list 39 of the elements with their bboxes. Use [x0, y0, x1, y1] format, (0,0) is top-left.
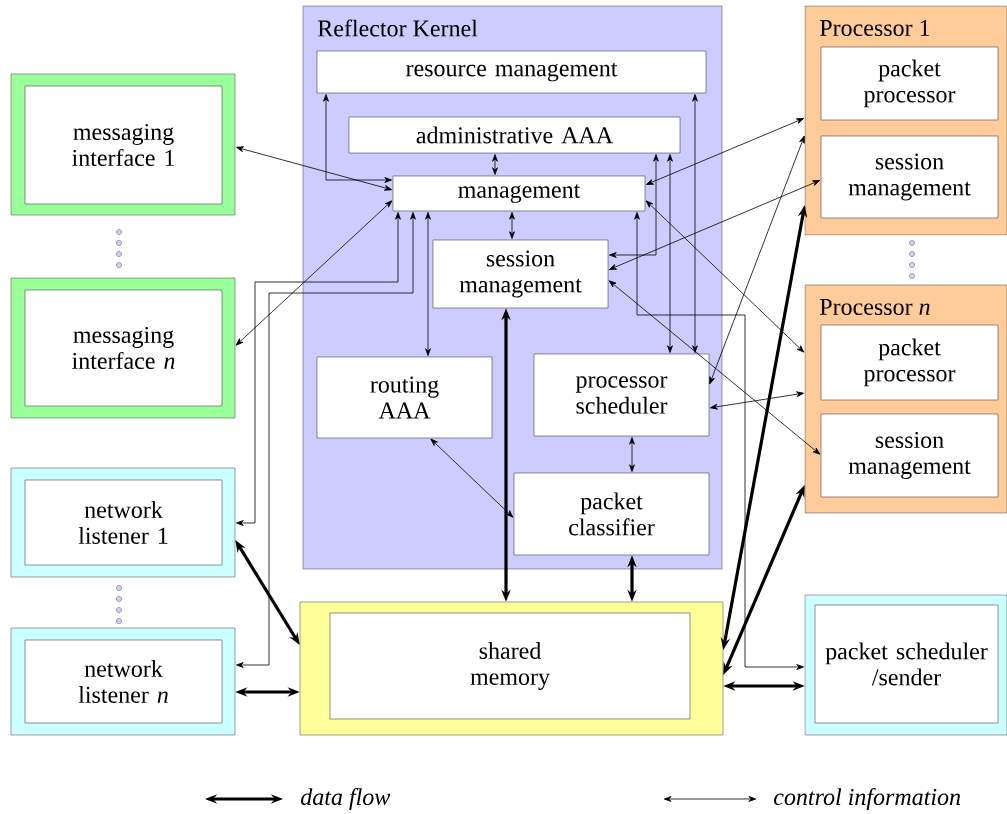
arrow [236, 146, 392, 191]
arrow [608, 180, 821, 270]
arrow [634, 212, 804, 670]
arrow [667, 154, 673, 353]
arrow [645, 200, 805, 353]
component-box: session management [432, 239, 609, 309]
arrow [323, 94, 392, 183]
interface-box: messaging interface 1 [10, 73, 236, 216]
component-box: session management [820, 135, 999, 219]
listener-box: network listener n [10, 627, 236, 736]
component-box: management [392, 175, 646, 212]
scheduler-box: packet scheduler /sender [804, 594, 1007, 736]
component-box: session management [820, 413, 999, 498]
arrow [629, 437, 635, 472]
legend-label: control information [774, 788, 961, 810]
arrow [645, 118, 805, 185]
arrow [692, 94, 698, 353]
arrow [709, 135, 805, 385]
arrow [492, 154, 498, 175]
arrow [609, 154, 659, 258]
component-box: resource management [316, 50, 707, 94]
arrow [236, 212, 416, 668]
arrow [608, 280, 821, 455]
component-box: routing AAA [316, 356, 493, 439]
arrow [235, 200, 393, 346]
arrow [710, 391, 804, 410]
arrow [425, 212, 431, 356]
component-box: packet processor [820, 46, 999, 121]
interface-box: messaging interface n [10, 277, 236, 419]
component-box: packet processor [820, 324, 999, 401]
component-box: processor scheduler [533, 353, 710, 437]
arrow [509, 212, 515, 239]
arrow [430, 438, 514, 518]
legend-label: data flow [301, 788, 391, 810]
listener-box: network listener 1 [10, 467, 236, 578]
component-box: administrative AAA [348, 116, 681, 154]
component-box: packet classifier [513, 472, 710, 556]
arrow [236, 212, 401, 526]
memory-box: shared memory [299, 601, 724, 736]
